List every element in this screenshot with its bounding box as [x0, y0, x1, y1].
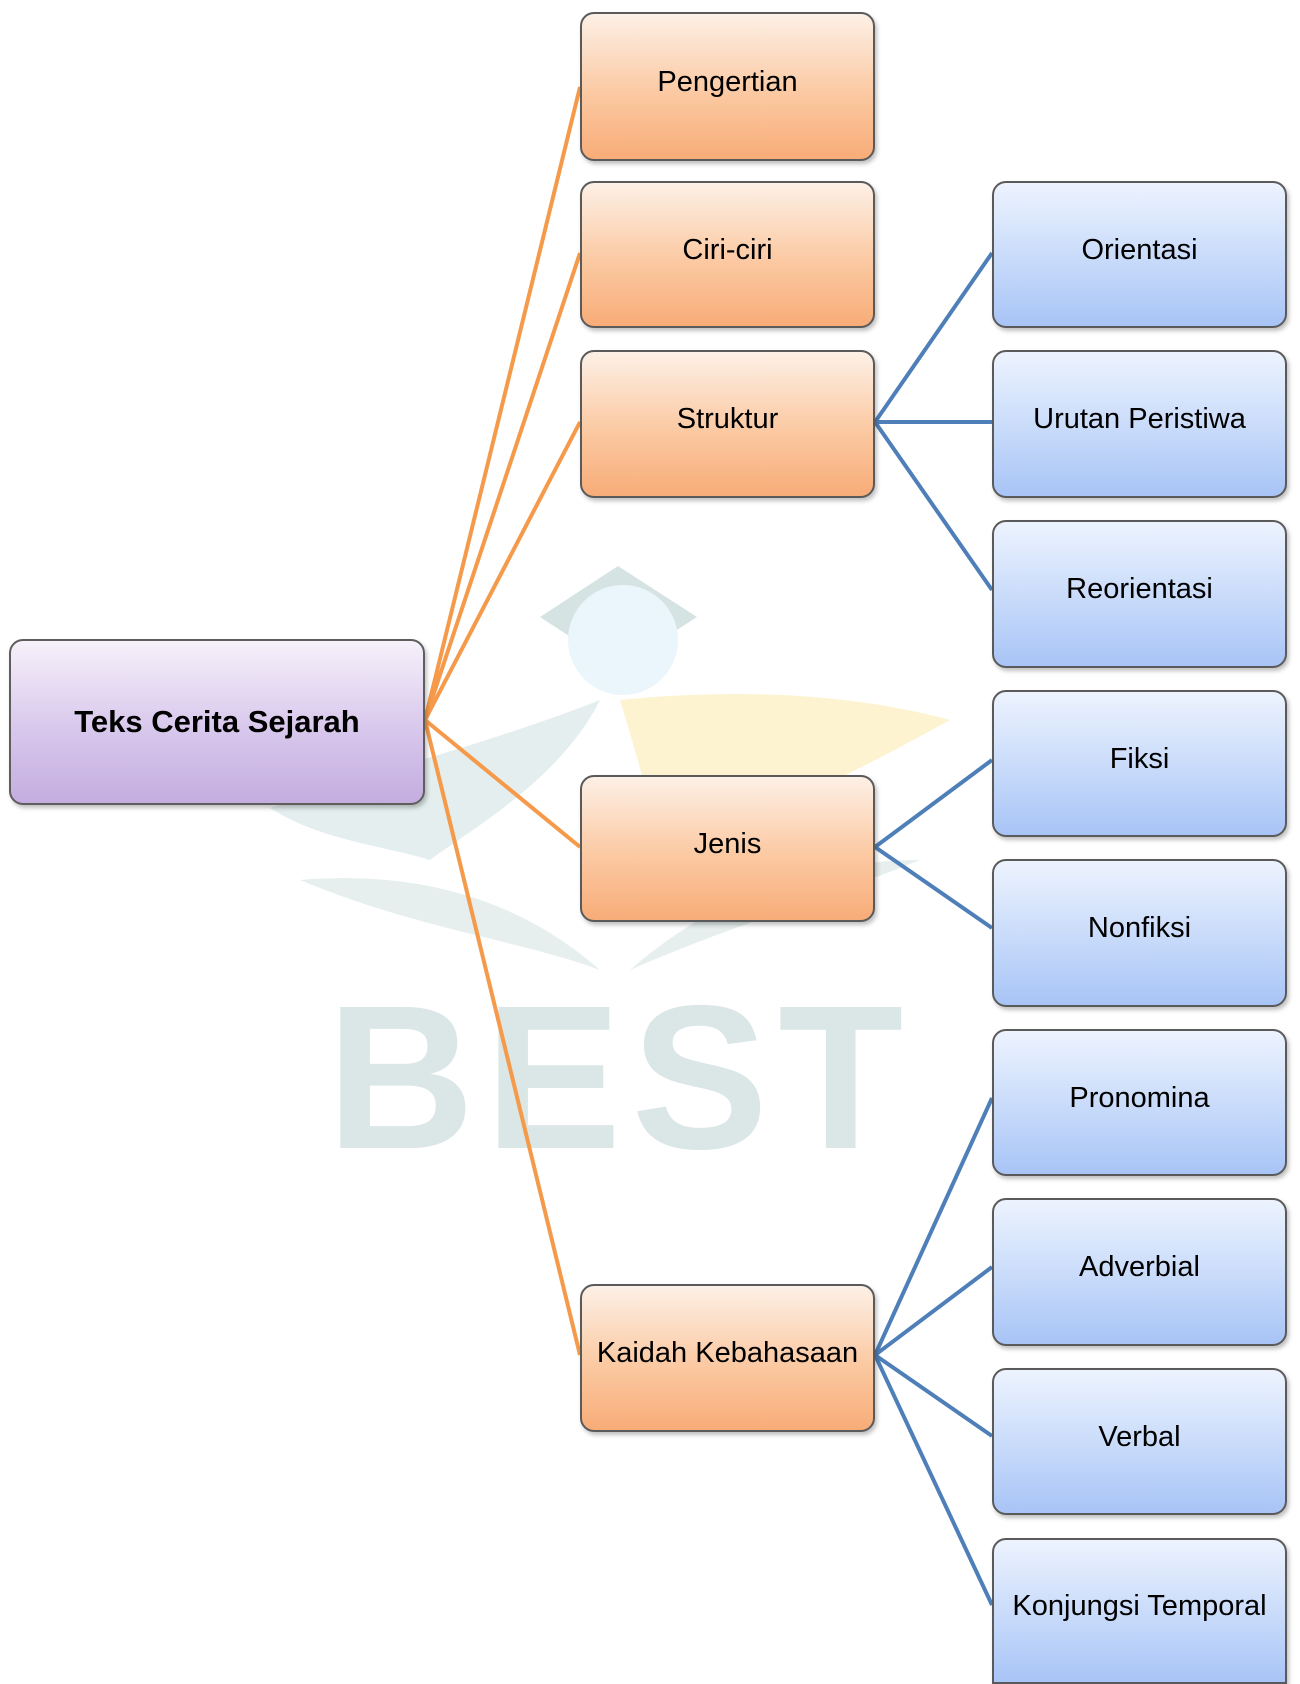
root-node-label: Teks Cerita Sejarah	[74, 704, 360, 740]
connector-root-jenis	[423, 718, 582, 849]
node-verbal: Verbal	[992, 1368, 1287, 1515]
node-struktur-label: Struktur	[676, 403, 779, 436]
node-verbal-label: Verbal	[1098, 1420, 1181, 1453]
node-ciri-ciri-label: Ciri-ciri	[682, 233, 773, 266]
connector-struktur-orientasi	[873, 251, 994, 424]
connector-struktur-reorientasi	[873, 420, 994, 592]
node-nonfiksi: Nonfiksi	[992, 859, 1287, 1007]
node-adverbial: Adverbial	[992, 1198, 1287, 1346]
node-orientasi: Orientasi	[992, 181, 1287, 328]
node-konjungsi-temporal-label: Konjungsi Temporal	[1012, 1590, 1267, 1623]
logo-circle	[568, 585, 678, 695]
node-pronomina: Pronomina	[992, 1029, 1287, 1176]
node-nonfiksi-label: Nonfiksi	[1087, 912, 1192, 945]
connector-kaidah-verbal	[873, 1353, 994, 1438]
connector-jenis-fiksi	[873, 758, 994, 849]
node-reorientasi-label: Reorientasi	[1066, 573, 1213, 606]
node-ciri-ciri: Ciri-ciri	[580, 181, 875, 328]
connector-root-kaidah	[423, 719, 582, 1356]
node-fiksi: Fiksi	[992, 690, 1287, 837]
node-kaidah-kebahasaan: Kaidah Kebahasaan	[580, 1284, 875, 1432]
connector-kaidah-konjungsi	[873, 1354, 994, 1606]
node-jenis-label: Jenis	[693, 827, 762, 860]
node-urutan-peristiwa: Urutan Peristiwa	[992, 350, 1287, 498]
node-jenis: Jenis	[580, 775, 875, 922]
connector-root-struktur	[423, 421, 582, 721]
node-fiksi-label: Fiksi	[1109, 742, 1170, 775]
node-struktur: Struktur	[580, 350, 875, 498]
connector-root-pengertian	[423, 86, 582, 721]
node-konjungsi-temporal: Konjungsi Temporal	[992, 1538, 1287, 1684]
watermark-text: BEST	[327, 963, 914, 1192]
node-pengertian-label: Pengertian	[657, 65, 798, 98]
node-urutan-peristiwa-label: Urutan Peristiwa	[1033, 403, 1246, 436]
connector-kaidah-pronomina	[873, 1097, 994, 1356]
node-pronomina-label: Pronomina	[1069, 1081, 1210, 1114]
connector-jenis-nonfiksi	[873, 845, 994, 930]
node-reorientasi: Reorientasi	[992, 520, 1287, 668]
node-orientasi-label: Orientasi	[1081, 233, 1198, 266]
node-adverbial-label: Adverbial	[1079, 1251, 1200, 1284]
node-pengertian: Pengertian	[580, 12, 875, 161]
node-kaidah-kebahasaan-label: Kaidah Kebahasaan	[596, 1337, 859, 1370]
logo-left-wing	[270, 700, 600, 860]
connector-kaidah-adverbial	[873, 1265, 994, 1357]
logo-left-swoosh	[300, 878, 600, 970]
connector-root-ciri-ciri	[423, 252, 582, 721]
root-node-teks-cerita-sejarah: Teks Cerita Sejarah	[9, 639, 425, 805]
